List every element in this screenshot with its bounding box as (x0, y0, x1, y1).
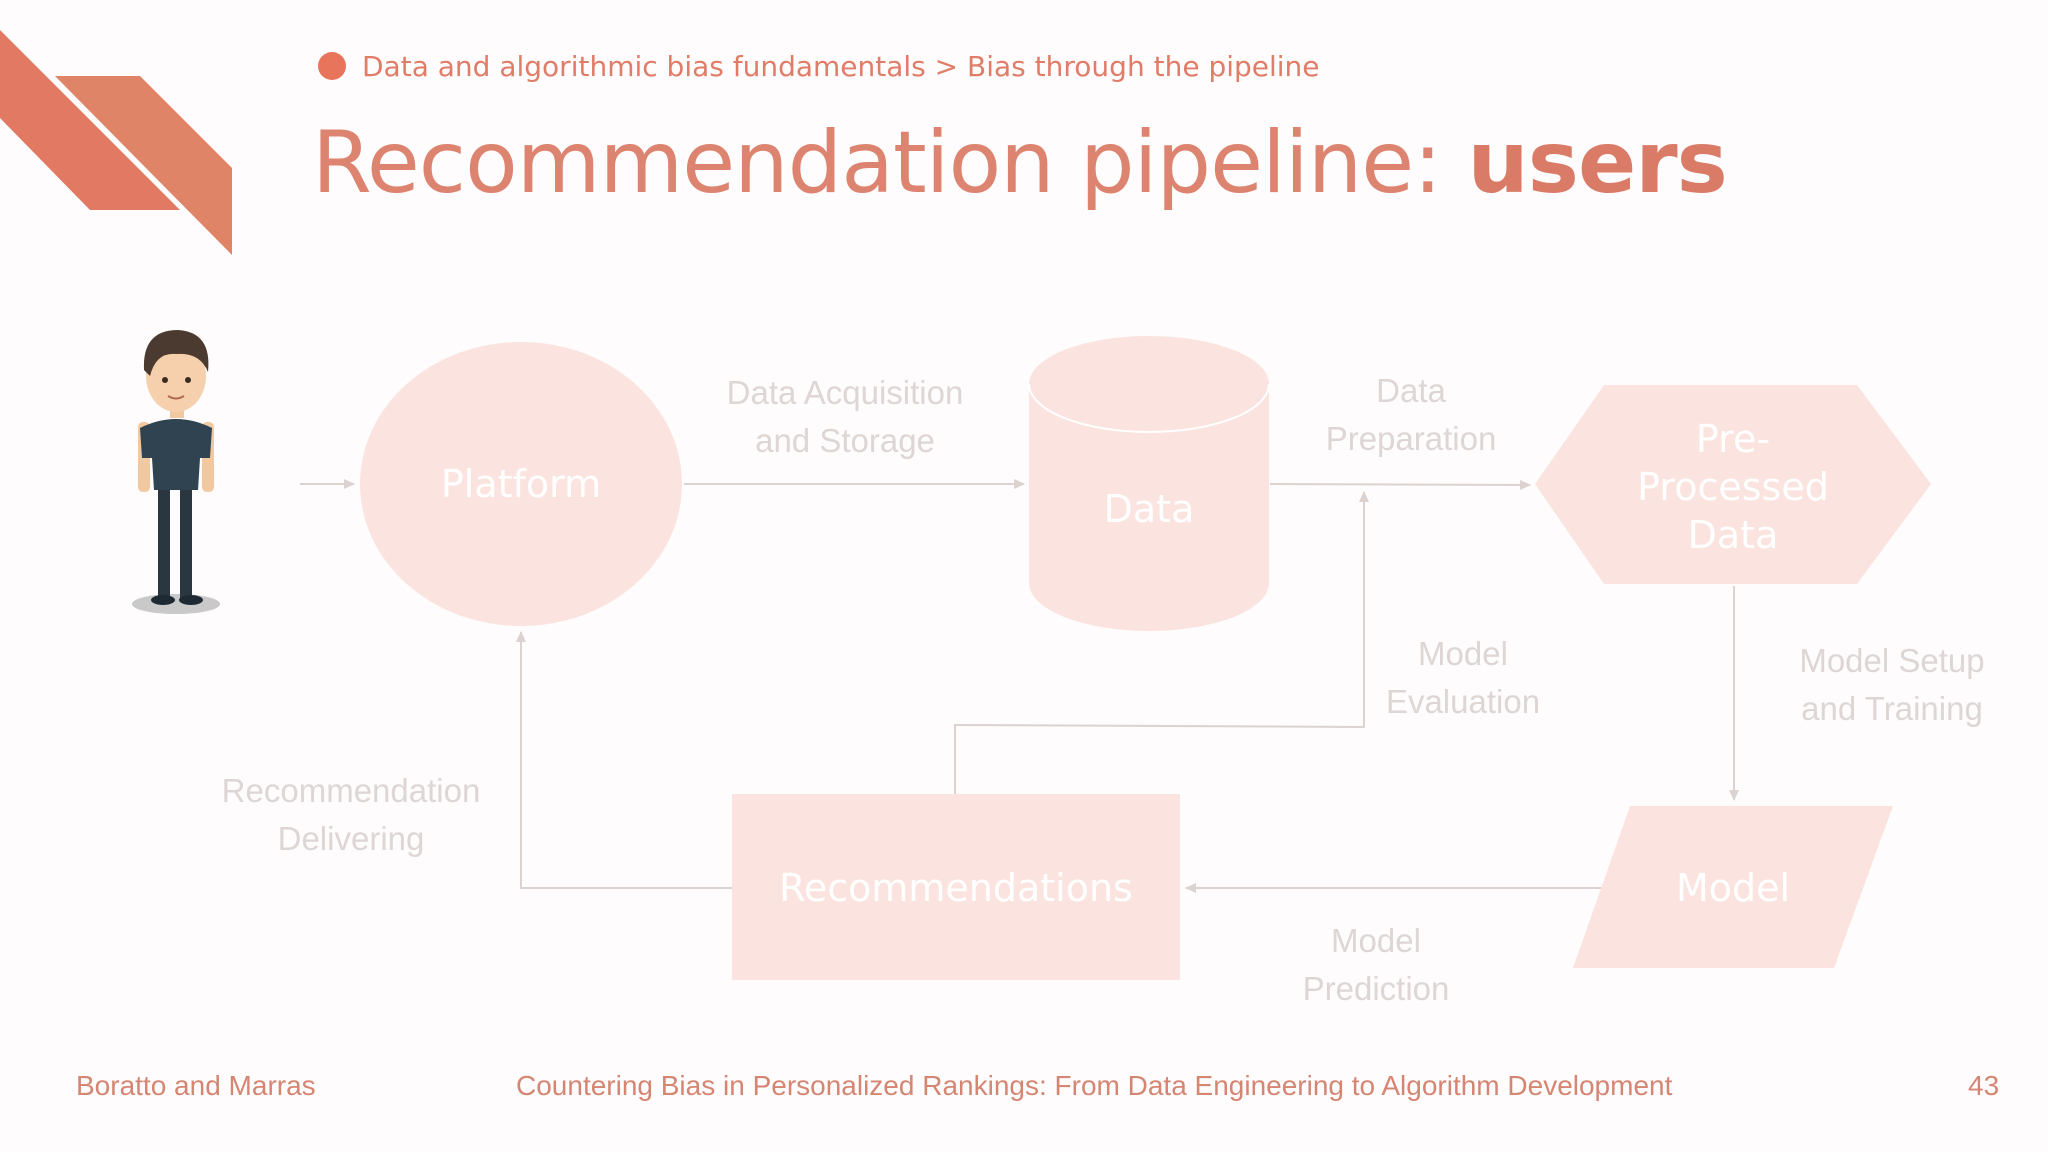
node-model: Model (1573, 806, 1893, 968)
edge-evaluation-line-2: Evaluation (1386, 683, 1540, 720)
corner-stripe-1 (0, 30, 180, 210)
title-bold: users (1467, 113, 1728, 213)
edge-acquisition-line-2: and Storage (755, 422, 935, 459)
node-recommendations: Recommendations (732, 794, 1180, 980)
node-preprocessed-data: Pre- Processed Data (1535, 385, 1931, 584)
corner-stripe-2 (55, 76, 232, 255)
node-data-label: Data (1104, 487, 1195, 531)
page-title: Recommendation pipeline: users (312, 108, 1728, 218)
arrow-recommendations-to-platform (516, 631, 732, 889)
node-platform-label: Platform (441, 462, 601, 506)
diagram-connectors (300, 479, 1739, 893)
user-avatar (132, 330, 220, 614)
arrow-evaluation-feedback (954, 491, 1369, 794)
footer-talk-title: Countering Bias in Personalized Rankings… (516, 1070, 1673, 1101)
edge-setup-line-2: and Training (1801, 690, 1983, 727)
breadcrumb-text: Data and algorithmic bias fundamentals >… (362, 49, 1320, 83)
node-model-label: Model (1676, 866, 1790, 910)
node-data: Data (1028, 336, 1270, 631)
footer-authors: Boratto and Marras (76, 1070, 316, 1101)
node-preprocessed-line-2: Processed (1637, 465, 1829, 509)
edge-acquisition-line-1: Data Acquisition (727, 374, 964, 411)
edge-evaluation-line-1: Model (1418, 635, 1508, 672)
edge-setup-line-1: Model Setup (1799, 642, 1984, 679)
edge-delivering-line-1: Recommendation (222, 772, 481, 809)
edge-prediction-line-2: Prediction (1303, 970, 1450, 1007)
node-recommendations-label: Recommendations (779, 866, 1133, 910)
node-preprocessed-line-1: Pre- (1696, 417, 1770, 461)
node-preprocessed-line-3: Data (1688, 513, 1779, 557)
node-platform: Platform (360, 342, 682, 626)
title-plain: Recommendation pipeline: (312, 113, 1468, 213)
corner-decoration (0, 30, 232, 255)
breadcrumb: Data and algorithmic bias fundamentals >… (318, 46, 1320, 86)
edge-prediction-line-1: Model (1331, 922, 1421, 959)
breadcrumb-dot-icon (318, 52, 346, 80)
edge-preparation-line-1: Data (1376, 372, 1446, 409)
edge-preparation-line-2: Preparation (1326, 420, 1497, 457)
edge-labels: Data Acquisition and Storage Data Prepar… (222, 372, 1985, 1007)
page-number: 43 (1968, 1070, 2000, 1101)
edge-delivering-line-2: Delivering (278, 820, 425, 857)
arrow-data-to-preprocessed (1269, 479, 1531, 490)
